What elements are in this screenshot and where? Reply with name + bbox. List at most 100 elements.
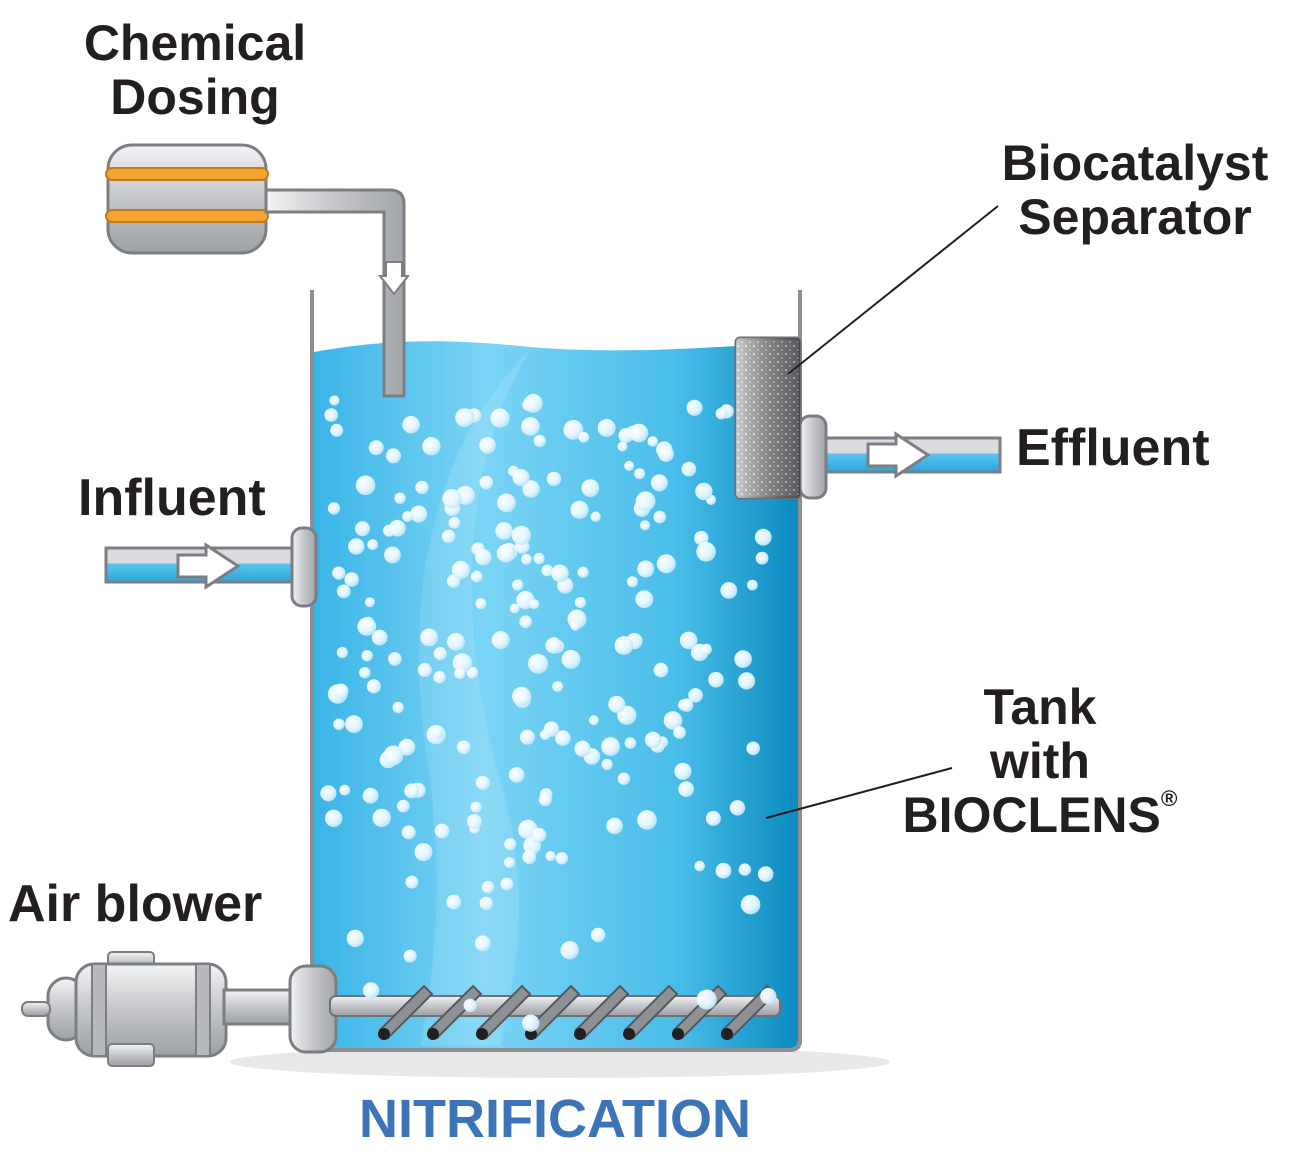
air-bubble	[588, 715, 599, 726]
chemical-pump-icon	[105, 143, 411, 398]
air-bubble	[394, 492, 406, 504]
air-bubble	[348, 538, 365, 555]
air-bubble	[617, 772, 631, 785]
air-bubble	[563, 420, 584, 440]
air-bubble	[383, 745, 404, 766]
air-bubble	[546, 471, 562, 487]
air-bubble	[470, 570, 483, 583]
air-bubble	[519, 615, 532, 629]
air-bubble	[540, 729, 551, 740]
effluent-label: Effluent	[1016, 419, 1210, 477]
air-bubble	[581, 479, 600, 497]
air-bubble	[681, 461, 697, 477]
air-bubble	[402, 511, 413, 522]
air-bubble	[500, 877, 514, 891]
air-bubble	[466, 814, 482, 829]
air-bubble	[696, 542, 716, 562]
air-bubble	[624, 737, 637, 749]
air-bubble	[422, 437, 441, 456]
flow-arrow-icon	[176, 542, 241, 590]
air-bubble	[552, 681, 564, 692]
air-bubble	[431, 727, 443, 739]
air-bubble	[398, 738, 416, 756]
air-bubble	[512, 469, 530, 486]
air-bubble	[551, 564, 569, 583]
air-bubble	[414, 843, 433, 862]
air-bubble	[705, 810, 721, 826]
air-bubble	[330, 423, 344, 437]
air-bubble	[650, 474, 668, 492]
air-bubble	[475, 775, 490, 790]
tank-water	[314, 341, 798, 1048]
air-bubble	[740, 894, 761, 915]
air-bubble	[700, 643, 712, 655]
chemical-dosing-label: Chemical Dosing	[83, 15, 307, 125]
influent-label: Influent	[78, 469, 266, 527]
air-bubble	[496, 544, 516, 563]
air-bubble	[688, 688, 703, 703]
air-bubble	[695, 482, 713, 501]
flow-arrow-icon	[377, 261, 411, 296]
air-bubble	[388, 652, 402, 666]
air-bubble	[359, 667, 371, 679]
air-bubble	[678, 781, 695, 797]
air-bubble	[364, 597, 375, 608]
air-bubble	[674, 762, 692, 780]
air-bubble	[529, 599, 540, 610]
air-bubble	[679, 631, 698, 650]
air-bubble	[591, 927, 606, 943]
air-bubble	[466, 666, 479, 679]
air-blower-label: Air blower	[8, 875, 263, 933]
air-bubble	[522, 1014, 540, 1032]
air-bubble	[479, 437, 496, 454]
air-bubble	[441, 529, 456, 544]
air-bubble	[456, 740, 471, 755]
influent-pipe	[104, 526, 318, 608]
air-bubble	[555, 730, 571, 746]
air-bubble	[417, 663, 432, 677]
air-bubble	[367, 539, 379, 551]
air-bubble	[402, 415, 420, 434]
air-bubble	[694, 860, 705, 872]
flow-arrow-icon	[866, 431, 931, 479]
air-bubble	[512, 579, 524, 591]
air-bubble	[570, 500, 589, 519]
air-bubble	[362, 787, 379, 804]
tank-leader-line	[765, 767, 953, 819]
air-diffuser	[329, 984, 781, 1040]
effluent-pipe	[798, 414, 1002, 500]
air-bubble	[512, 686, 532, 706]
air-bubble	[474, 935, 491, 952]
air-bubble	[637, 560, 655, 578]
air-bubble	[757, 866, 774, 882]
air-bubble	[578, 431, 590, 443]
air-bubble	[531, 827, 547, 843]
process-title: NITRIFICATION	[359, 1089, 751, 1149]
air-bubble	[361, 650, 373, 662]
air-bubble	[663, 711, 683, 730]
air-bubble	[404, 783, 420, 799]
tank	[310, 290, 802, 1052]
air-bubble	[694, 530, 709, 546]
air-bubble	[320, 785, 337, 802]
air-bubble	[509, 603, 520, 614]
air-bubble	[366, 679, 381, 694]
air-bubble	[410, 505, 428, 523]
air-bubble	[463, 998, 477, 1013]
air-bubble	[639, 520, 651, 531]
air-bubble	[368, 440, 384, 456]
air-bubble	[738, 863, 751, 876]
air-bubble	[629, 423, 649, 443]
air-bubble	[448, 516, 461, 529]
air-bubble	[386, 448, 401, 464]
air-bubble	[401, 825, 416, 840]
air-bubble	[746, 741, 760, 756]
air-bubble	[504, 838, 517, 851]
diffuser-nozzle-opening	[623, 1028, 635, 1040]
air-bubble	[454, 668, 466, 680]
air-bubbles	[320, 393, 777, 1032]
air-bubble	[653, 510, 667, 524]
air-bubble	[644, 731, 662, 749]
